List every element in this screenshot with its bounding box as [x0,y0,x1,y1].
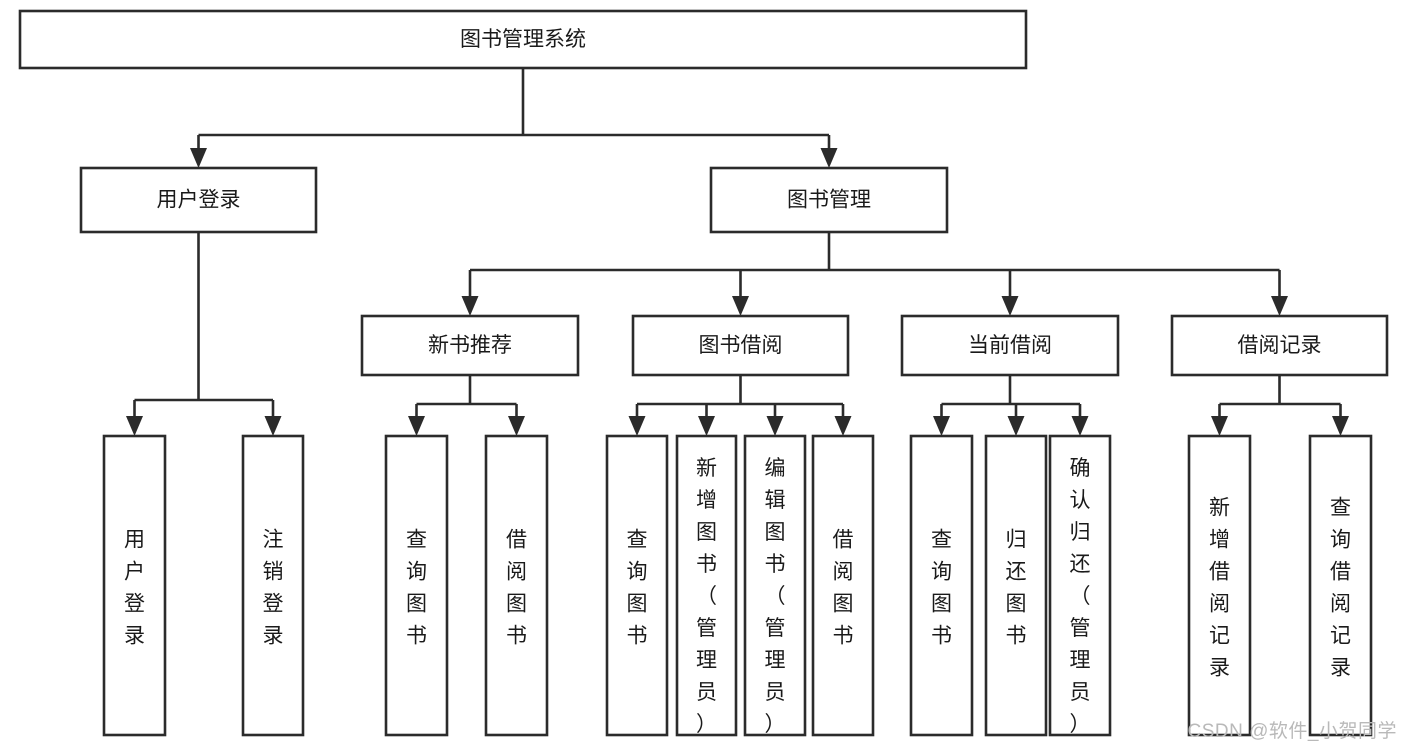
arrow-head-icon [1007,416,1025,436]
node-box [384,434,449,737]
node-box [631,314,850,377]
node-leaf-add-record[interactable]: 新增借阅记录 [1187,434,1252,737]
arrow-head-icon [408,416,425,436]
arrow-head-icon [820,148,838,168]
node-label: 用户登录 [157,189,241,212]
node-label: 图书借阅 [699,334,783,357]
node-box [360,314,580,377]
arrow-head-icon [834,416,852,436]
node-label: 用户登录 [124,528,145,647]
arrow-head-icon [508,416,525,436]
arrow-head-icon [264,416,282,436]
node-leaf-user-login[interactable]: 用户登录 [102,434,167,737]
node-leaf-logout[interactable]: 注销登录 [241,434,305,737]
node-leaf-confirm-return[interactable]: 确认归还（管理员） [1048,434,1112,737]
arrow-head-icon [1332,416,1349,436]
node-box [1048,434,1112,737]
node-box [675,434,738,737]
node-user-login[interactable]: 用户登录 [79,166,318,234]
node-label: 借阅图书 [506,528,527,647]
arrow-head-icon [766,416,784,436]
arrow-head-icon [190,148,207,168]
node-box [484,434,549,737]
node-box [79,166,318,234]
node-box [909,434,974,737]
node-label: 确认归还（管理员） [1070,457,1091,736]
node-label: 新增借阅记录 [1209,496,1230,679]
node-label: 图书管理系统 [460,28,586,51]
node-current-borrow[interactable]: 当前借阅 [900,314,1120,377]
node-leaf-borrow-book-2[interactable]: 借阅图书 [811,434,875,737]
node-box [1170,314,1389,377]
arrow-head-icon [1001,296,1019,316]
node-label: 新书推荐 [428,334,512,357]
node-label: 查询图书 [931,528,952,647]
arrow-head-icon [628,416,646,436]
node-label: 借阅图书 [833,528,854,647]
node-box [709,166,949,234]
arrow-head-icon [732,296,749,316]
node-label: 新增图书（管理员） [696,457,717,736]
arrow-head-icon [933,416,950,436]
node-label: 查询借阅记录 [1330,496,1351,679]
node-label: 当前借阅 [968,334,1052,357]
node-box [743,434,807,737]
node-leaf-query-book-1[interactable]: 查询图书 [384,434,449,737]
node-leaf-query-record[interactable]: 查询借阅记录 [1308,434,1373,737]
node-box [1187,434,1252,737]
connectors-layer [126,68,1349,436]
node-leaf-borrow-book-1[interactable]: 借阅图书 [484,434,549,737]
node-box [241,434,305,737]
node-leaf-query-book-3[interactable]: 查询图书 [909,434,974,737]
arrow-head-icon [1211,416,1228,436]
node-borrow-record[interactable]: 借阅记录 [1170,314,1389,377]
arrow-head-icon [126,416,143,436]
node-box [102,434,167,737]
nodes-layer: 图书管理系统用户登录图书管理新书推荐图书借阅当前借阅借阅记录用户登录注销登录查询… [18,9,1389,737]
node-leaf-add-book[interactable]: 新增图书（管理员） [675,434,738,737]
node-book-borrow[interactable]: 图书借阅 [631,314,850,377]
arrow-head-icon [698,416,715,436]
node-root[interactable]: 图书管理系统 [18,9,1028,70]
node-leaf-return-book[interactable]: 归还图书 [984,434,1048,737]
node-box [984,434,1048,737]
node-label: 归还图书 [1006,528,1027,647]
node-box [18,9,1028,70]
arrow-head-icon [1071,416,1089,436]
node-leaf-query-book-2[interactable]: 查询图书 [605,434,669,737]
node-label: 借阅记录 [1238,334,1322,357]
node-book-manage[interactable]: 图书管理 [709,166,949,234]
watermark-text: CSDN @软件_小贺同学 [1187,721,1397,742]
node-box [811,434,875,737]
node-box [900,314,1120,377]
node-label: 查询图书 [627,528,648,647]
node-box [605,434,669,737]
node-label: 注销登录 [263,528,284,647]
node-label: 图书管理 [787,189,871,212]
node-label: 查询图书 [406,528,427,647]
arrow-head-icon [461,296,479,316]
node-leaf-edit-book[interactable]: 编辑图书（管理员） [743,434,807,737]
arrow-head-icon [1271,296,1288,316]
node-box [1308,434,1373,737]
node-new-book-rec[interactable]: 新书推荐 [360,314,580,377]
node-label: 编辑图书（管理员） [765,457,786,736]
